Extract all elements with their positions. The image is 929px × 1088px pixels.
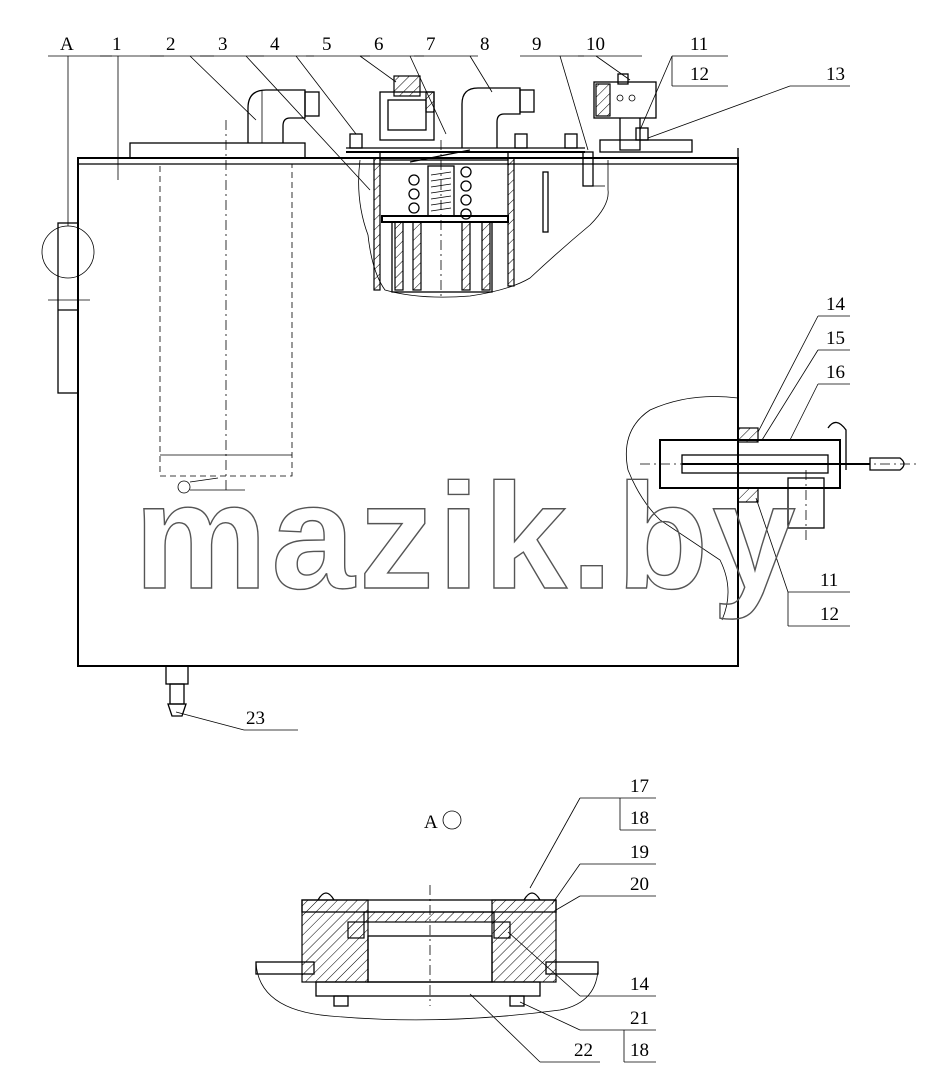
label-13: 13 (826, 64, 845, 85)
label-11-right: 11 (820, 570, 838, 591)
label-12-top: 12 (690, 64, 709, 85)
view-a-title: A (424, 812, 438, 833)
label-6: 6 (374, 34, 384, 55)
label-2: 2 (166, 34, 176, 55)
label-12-right: 12 (820, 604, 839, 625)
label-19: 19 (630, 842, 649, 863)
filler-neck-assembly (346, 133, 585, 300)
view-a-detail (255, 797, 656, 1063)
label-1: 1 (112, 34, 122, 55)
label-4: 4 (270, 34, 280, 55)
label-20: 20 (630, 874, 649, 895)
leader-lines (48, 55, 850, 731)
label-18-top: 18 (630, 808, 649, 829)
part-number-labels: A 1 2 3 4 5 6 7 8 9 10 11 12 13 14 15 16… (60, 34, 846, 1061)
label-3: 3 (218, 34, 228, 55)
watermark-text: mazik.by (134, 452, 800, 620)
label-21: 21 (630, 1008, 649, 1029)
label-14-right: 14 (826, 294, 846, 315)
label-16: 16 (826, 362, 845, 383)
valve-spring (408, 149, 472, 220)
label-a: A (60, 34, 74, 55)
label-14-detail: 14 (630, 974, 650, 995)
label-7: 7 (426, 34, 436, 55)
breather-cap (379, 75, 435, 141)
label-23: 23 (246, 708, 265, 729)
filter-element (159, 120, 293, 494)
label-11-top: 11 (690, 34, 708, 55)
label-9: 9 (532, 34, 542, 55)
view-a-circle-symbol (442, 810, 462, 830)
electric-connector (593, 73, 693, 153)
suction-elbow (461, 87, 535, 148)
return-elbow (129, 89, 320, 159)
sight-glass (41, 222, 95, 394)
label-18-bottom: 18 (630, 1040, 649, 1061)
label-8: 8 (480, 34, 490, 55)
label-15: 15 (826, 328, 845, 349)
drain-plug (165, 665, 189, 717)
level-sensor (542, 151, 605, 233)
label-10: 10 (586, 34, 605, 55)
section-breakout (358, 159, 609, 298)
drain-valve-assembly (625, 396, 920, 621)
label-17: 17 (630, 776, 649, 797)
label-22: 22 (574, 1040, 593, 1061)
tank-body (77, 148, 739, 667)
label-5: 5 (322, 34, 332, 55)
